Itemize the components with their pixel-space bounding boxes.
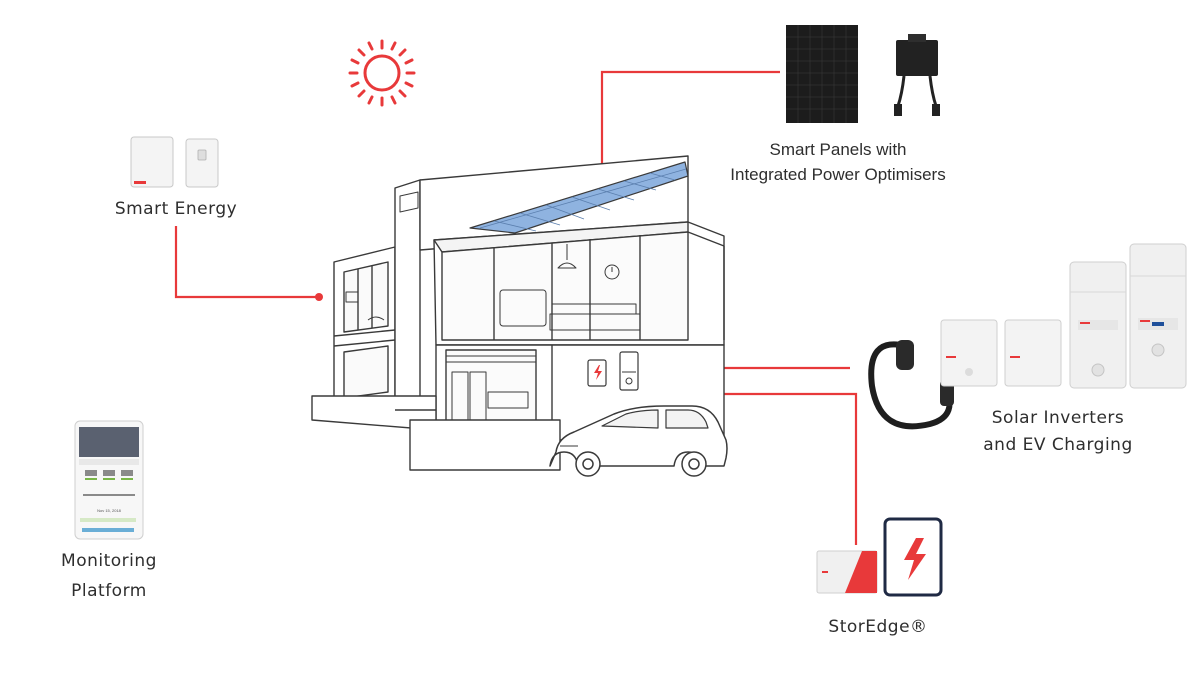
smart-energy-label: Smart Energy xyxy=(114,199,238,219)
wall-inverter-device xyxy=(619,351,639,391)
power-optimiser-icon xyxy=(894,34,940,116)
storedge-inverter xyxy=(816,550,878,594)
monitoring-app-phone: Nov 15, 2018 xyxy=(74,420,144,540)
car-illustration xyxy=(549,405,728,477)
smart-panels-label: Smart Panels with Integrated Power Optim… xyxy=(700,137,976,187)
line-smart-energy xyxy=(174,226,319,299)
inverters-label-line2: and EV Charging xyxy=(983,435,1133,455)
smart-energy-devices xyxy=(130,136,219,188)
monitoring-label-line1: Monitoring xyxy=(61,551,157,571)
solar-inverters xyxy=(940,243,1187,389)
monitoring-label-line2: Platform xyxy=(71,581,147,601)
monitoring-label: Monitoring Platform xyxy=(40,546,178,606)
inverters-label-line1: Solar Inverters xyxy=(991,408,1125,428)
inverters-label: Solar Inverters and EV Charging xyxy=(968,405,1148,459)
storedge-label: StorEdge® xyxy=(828,617,928,637)
lightning-icon xyxy=(904,538,926,580)
sun-icon xyxy=(348,39,416,107)
app-date-text: Nov 15, 2018 xyxy=(97,508,122,513)
smart-panels-label-line1: Smart Panels with xyxy=(769,140,907,159)
line-smart-panels xyxy=(600,70,780,176)
smart-panels-label-line2: Integrated Power Optimisers xyxy=(730,165,946,184)
smart-panel-module xyxy=(786,25,858,123)
storedge-battery xyxy=(883,517,943,597)
